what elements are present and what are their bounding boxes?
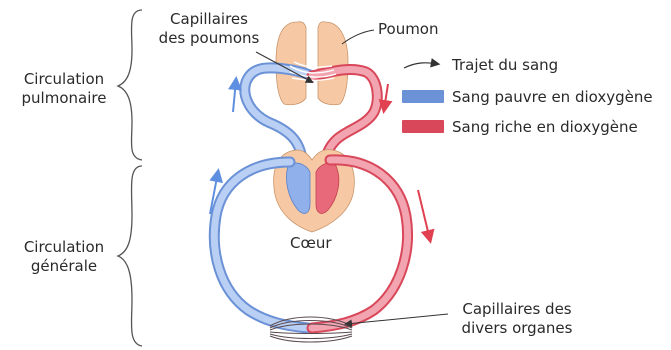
flow-arrow-systemic-down <box>418 190 430 240</box>
pulmonary-line-2: pulmonaire <box>4 89 124 108</box>
legend-path-text: Trajet du sang <box>452 56 558 74</box>
systemic-line-1: Circulation <box>4 238 124 257</box>
legend-rich-text: Sang riche en dioxygène <box>452 118 638 136</box>
legend-path-arrow <box>404 63 438 68</box>
legend-poor-text: Sang pauvre en dioxygène <box>452 88 653 106</box>
rich-blood-swatch <box>402 120 444 133</box>
lung-capillaries-line-2: des poumons <box>158 29 260 48</box>
lung-label: Poumon <box>378 20 439 39</box>
right-lung <box>318 22 348 105</box>
heart-label: Cœur <box>290 234 332 253</box>
organ-capillaries-line-1: Capillaires des <box>452 300 582 319</box>
pulmonary-line-1: Circulation <box>4 70 124 89</box>
flow-arrow-pulmonary-up <box>233 80 236 112</box>
poor-blood-swatch <box>402 90 444 103</box>
flow-arrow-pulmonary-down <box>384 84 388 110</box>
organ-capillaries-line-2: divers organes <box>452 319 582 338</box>
lungs <box>276 22 348 105</box>
systemic-circulation-label: Circulation générale <box>4 238 124 276</box>
leader-lung <box>342 30 374 44</box>
organ-capillaries-label: Capillaires des divers organes <box>452 300 582 338</box>
lung-capillaries-label: Capillaires des poumons <box>158 10 260 48</box>
pulmonary-circulation-label: Circulation pulmonaire <box>4 70 124 108</box>
systemic-line-2: générale <box>4 257 124 276</box>
lung-capillaries-line-1: Capillaires <box>158 10 260 29</box>
